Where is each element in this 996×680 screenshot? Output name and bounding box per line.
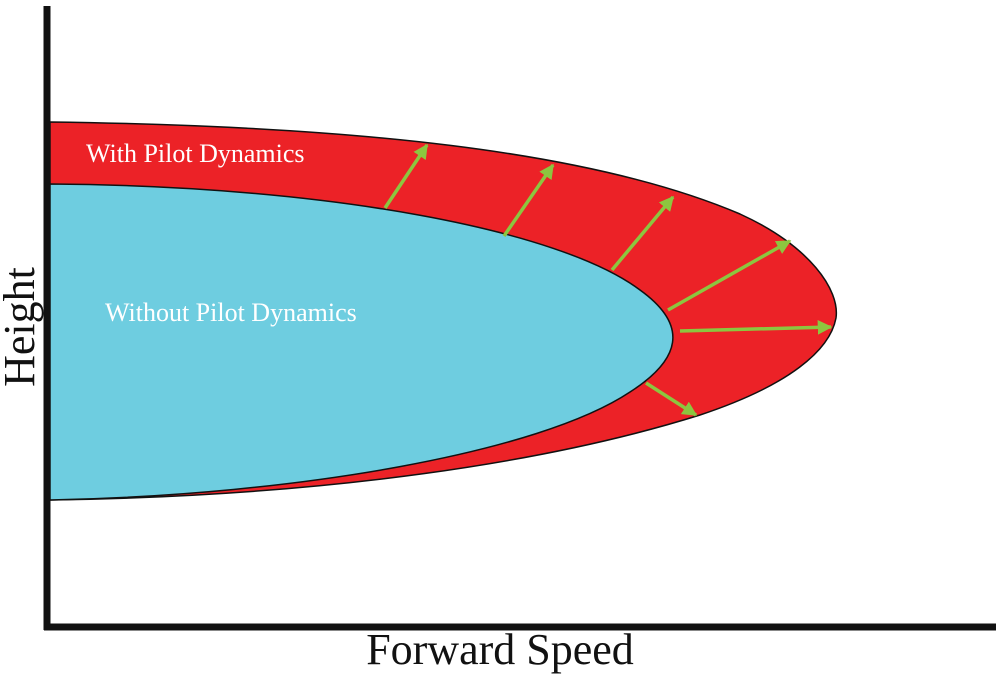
expansion-arrow <box>502 163 555 237</box>
expansion-arrow <box>667 239 792 312</box>
expansion-arrows <box>383 143 833 417</box>
expansion-arrow <box>645 381 698 417</box>
x-axis-title: Forward Speed <box>366 625 634 674</box>
without-pilot-dynamics-label: Without Pilot Dynamics <box>105 298 357 327</box>
expansion-arrow <box>383 143 429 209</box>
y-axis-title: Height <box>0 267 44 387</box>
expansion-arrow <box>610 195 675 272</box>
expansion-arrow <box>679 320 833 335</box>
with-pilot-dynamics-label: With Pilot Dynamics <box>86 139 305 168</box>
without-pilot-dynamics-region <box>49 183 674 501</box>
